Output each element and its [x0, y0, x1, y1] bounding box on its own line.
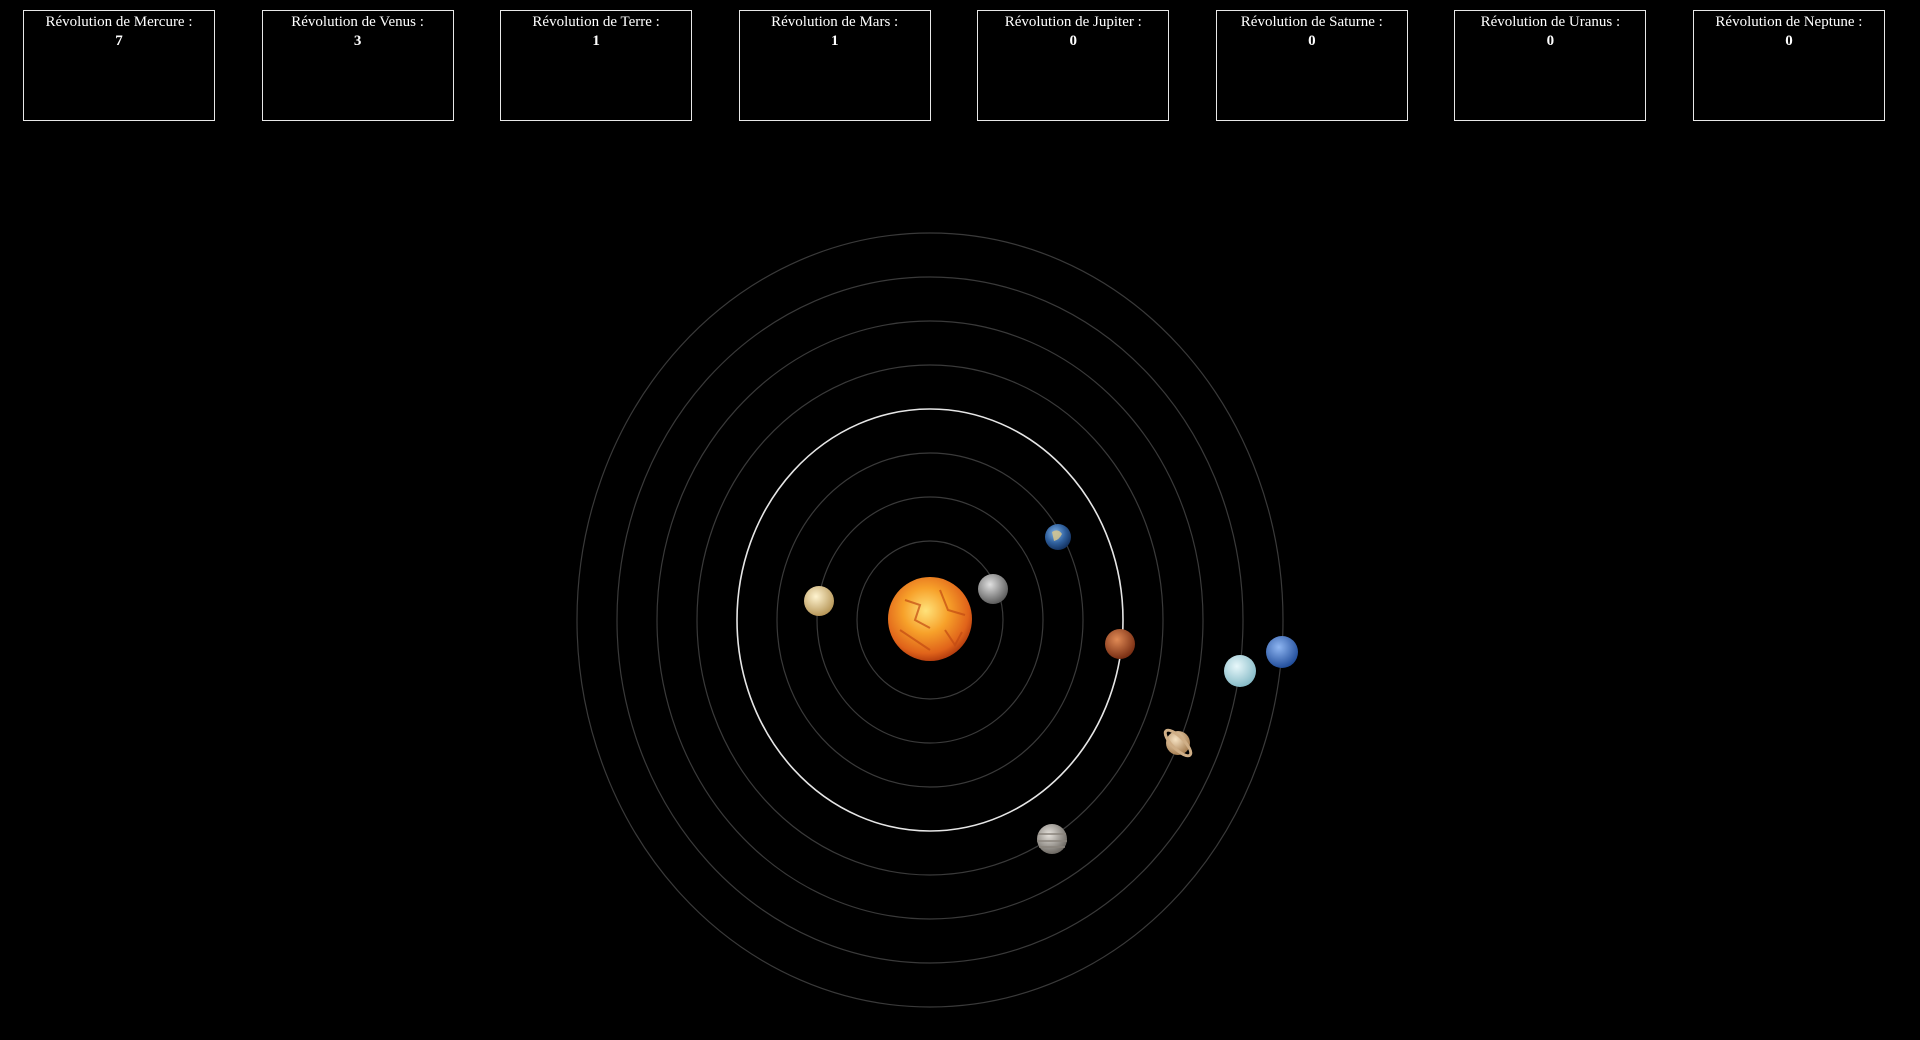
orbits	[576, 232, 1284, 1008]
orbit-2	[816, 496, 1044, 744]
jupiter-icon	[1037, 824, 1067, 854]
revolution-counters: Révolution de Mercure : 7 Révolution de …	[23, 10, 1885, 122]
counter-jupiter-value: 0	[1069, 33, 1078, 49]
counter-mars-value: 1	[830, 33, 839, 49]
counter-mercury-value: 7	[115, 33, 123, 49]
earth-icon	[1045, 524, 1071, 550]
counter-neptune-value: 0	[1785, 33, 1793, 49]
counter-venus: Révolution de Venus : 3	[261, 10, 454, 121]
mars-icon	[1105, 629, 1135, 659]
counter-uranus-label: Révolution de Uranus :	[1480, 14, 1621, 30]
orbit-8	[576, 232, 1284, 1008]
saturn-icon	[1163, 728, 1193, 758]
counter-saturn-label: Révolution de Saturne :	[1240, 14, 1383, 30]
counter-earth: Révolution de Terre : 1	[500, 10, 693, 121]
uranus-icon	[1224, 655, 1256, 687]
counter-saturn-value: 0	[1308, 33, 1316, 49]
orbit-highlighted	[736, 408, 1124, 832]
orbit-1	[856, 540, 1004, 700]
counter-neptune-label: Révolution de Neptune :	[1715, 14, 1863, 30]
orbit-5	[696, 364, 1164, 876]
counter-mars-label: Révolution de Mars :	[771, 14, 899, 30]
orbit-3	[776, 452, 1084, 788]
counter-mercury: Révolution de Mercure : 7	[23, 10, 215, 121]
mercury-icon	[978, 574, 1008, 604]
orbit-6	[656, 320, 1204, 920]
counter-saturn: Révolution de Saturne : 0	[1215, 10, 1408, 121]
counter-mars: Révolution de Mars : 1	[738, 10, 931, 121]
counter-venus-label: Révolution de Venus :	[291, 14, 424, 30]
counter-uranus-value: 0	[1546, 33, 1555, 49]
counter-venus-value: 3	[353, 33, 362, 49]
orbit-7	[616, 276, 1244, 964]
counter-jupiter-label: Révolution de Jupiter :	[1004, 14, 1142, 30]
counter-earth-value: 1	[592, 33, 600, 49]
counter-mercury-label: Révolution de Mercure :	[45, 14, 193, 30]
counter-earth-label: Révolution de Terre :	[532, 14, 660, 30]
venus-icon	[804, 586, 834, 616]
counter-uranus: Révolution de Uranus : 0	[1454, 10, 1647, 121]
counter-jupiter: Révolution de Jupiter : 0	[977, 10, 1170, 121]
neptune-icon	[1266, 636, 1298, 668]
sun	[888, 577, 972, 661]
counter-neptune: Révolution de Neptune : 0	[1692, 10, 1885, 121]
